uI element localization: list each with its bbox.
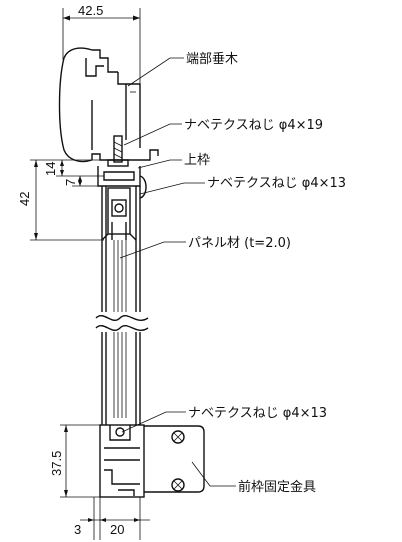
label-pan-screw-13-a: ナベテクスねじ φ4×13 [207, 176, 346, 191]
leader-lines [119, 57, 236, 487]
panel-rails [95, 186, 149, 425]
label-pan-screw-13-b: ナベテクスねじ φ4×13 [188, 406, 327, 421]
dim-label-7: 7 [63, 179, 78, 186]
dim-bottom: 3 20 [74, 497, 150, 540]
label-panel: パネル材 (t=2.0) [188, 236, 291, 251]
end-mullion-profile [58, 47, 159, 163]
label-top-frame: 上枠 [184, 153, 210, 168]
front-frame-bracket [144, 425, 205, 493]
dim-37-5: 37.5 [49, 424, 100, 498]
dim-label-20: 20 [110, 522, 124, 537]
dim-label-14: 14 [43, 162, 58, 176]
bottom-frame-assembly [99, 424, 145, 498]
dim-label-42-5: 42.5 [78, 3, 103, 18]
label-end-mullion: 端部垂木 [186, 52, 238, 67]
dim-left-stack: 14 7 42 [17, 159, 104, 241]
dim-label-37-5: 37.5 [49, 451, 64, 476]
dim-label-42: 42 [17, 192, 32, 206]
top-frame-assembly [97, 166, 147, 241]
dim-label-3: 3 [74, 522, 81, 537]
screw-19 [107, 135, 129, 167]
dim-top-width: 42.5 [62, 3, 141, 90]
label-pan-screw-19: ナベテクスねじ φ4×19 [184, 118, 323, 133]
label-front-bracket: 前枠固定金具 [238, 479, 316, 495]
